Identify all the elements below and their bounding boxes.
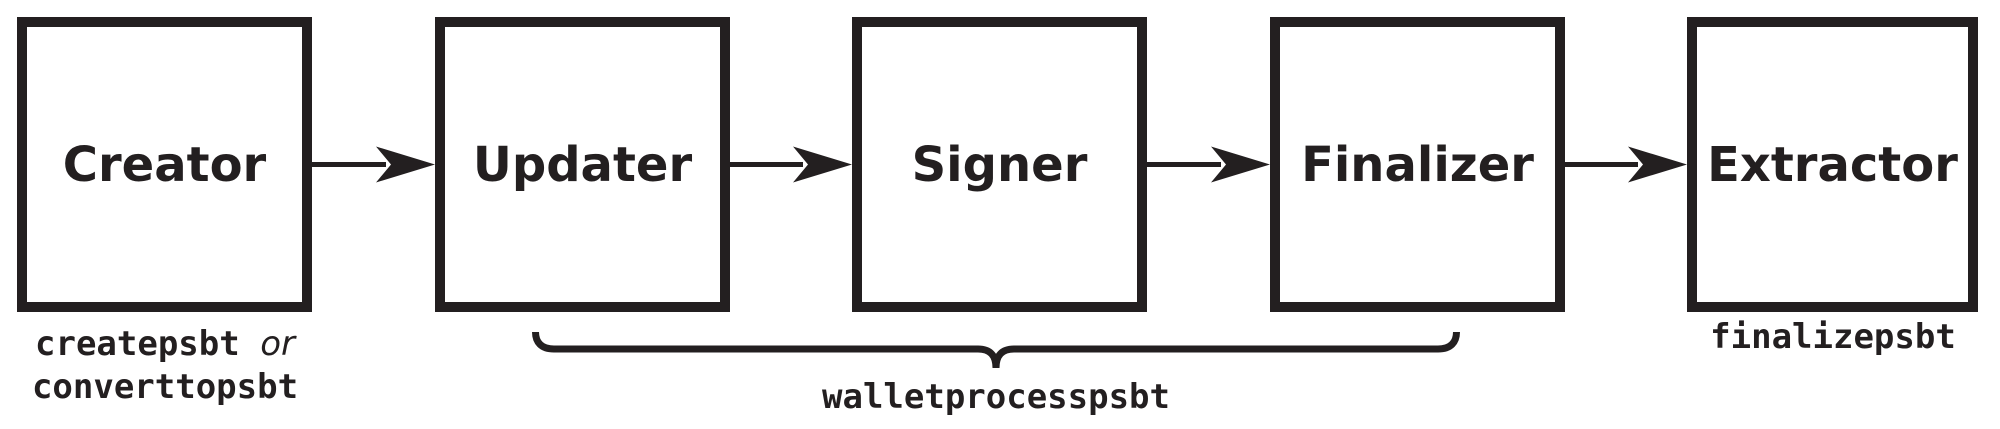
- right-arrow-icon: [312, 146, 435, 183]
- arrow-head: [1211, 146, 1270, 183]
- creator-box: Creator: [17, 17, 312, 312]
- right-arrow-icon: [1564, 146, 1687, 183]
- creator-caption-or: or: [260, 324, 295, 364]
- right-arrow-icon: [1147, 146, 1270, 183]
- horizontal-curly-brace-icon: [532, 331, 1460, 369]
- brace-caption: walletprocesspsbt: [822, 377, 1170, 417]
- creator-caption-line2: converttopsbt: [0, 366, 330, 409]
- creator-caption: createpsbt or converttopsbt: [0, 323, 330, 409]
- signer-box: Signer: [852, 17, 1147, 312]
- creator-caption-code1: createpsbt: [35, 324, 240, 364]
- arrow-head: [1628, 146, 1687, 183]
- arrow-head: [793, 146, 852, 183]
- finalizer-box: Finalizer: [1270, 17, 1565, 312]
- signer-box-label: Signer: [911, 136, 1088, 193]
- creator-caption-code2: converttopsbt: [31, 367, 299, 407]
- right-arrow-icon: [729, 146, 852, 183]
- finalizer-box-label: Finalizer: [1301, 136, 1534, 193]
- creator-box-label: Creator: [62, 136, 267, 193]
- updater-box: Updater: [435, 17, 730, 312]
- brace-path: [532, 331, 1460, 369]
- creator-caption-line1: createpsbt or: [0, 323, 330, 366]
- extractor-box-label: Extractor: [1707, 136, 1958, 193]
- extractor-box: Extractor: [1687, 17, 1978, 312]
- arrow-head: [376, 146, 435, 183]
- updater-box-label: Updater: [472, 136, 693, 193]
- extractor-caption: finalizepsbt: [1710, 317, 1956, 357]
